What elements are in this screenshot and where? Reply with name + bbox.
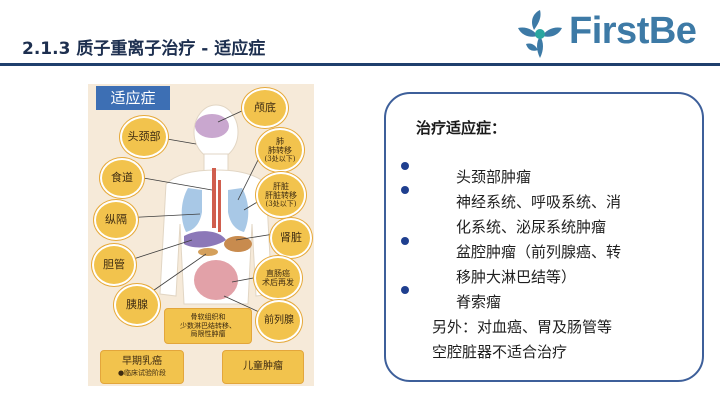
box-label: 骨软组织和 [190, 312, 226, 321]
bubble-label: 肝脏 [273, 181, 289, 191]
bubble-pancreas: 胰腺 [114, 284, 160, 326]
bubble-bile-duct: 胆管 [92, 244, 136, 286]
logo-text: FirstBe [569, 10, 697, 52]
logo-leaf-icon [518, 10, 562, 58]
bubble-label: 术后再发 [262, 278, 294, 287]
box-pediatric-tumors: 儿童肿瘤 [222, 350, 304, 384]
bubble-label: 食道 [111, 170, 133, 184]
page-title: 2.1.3 质子重离子治疗 - 适应症 [22, 39, 266, 59]
bubble-mediastinum: 纵隔 [94, 200, 138, 240]
bubble-label: 颅底 [254, 100, 276, 114]
box-bone-soft-tissue: 骨软组织和 少数淋巴结转移、 局限性肿瘤 [164, 308, 252, 344]
bubble-skull-base: 颅底 [242, 88, 288, 128]
bubble-rectal-recurrence: 直肠癌 术后再发 [254, 256, 302, 300]
card-line: 神经系统、呼吸系统、消 [456, 193, 622, 211]
bubble-label: 头颈部 [127, 129, 161, 143]
card-line: 盆腔肿瘤（前列腺癌、转 [456, 243, 622, 261]
bubble-note: (3处以下) [265, 200, 297, 209]
bubble-label: 胰腺 [126, 297, 148, 311]
card-line: 脊索瘤 [456, 293, 502, 311]
box-label: 局限性肿瘤 [190, 330, 226, 339]
bubble-label: 直肠癌 [266, 268, 290, 278]
bubble-label: 肺 [275, 136, 284, 146]
bubble-label: 肝脏转移 [265, 190, 297, 200]
box-label: 早期乳癌 [121, 356, 162, 368]
bullet-icon [401, 186, 409, 194]
box-note: ●临床试验阶段 [117, 368, 167, 377]
bubble-label: 胆管 [103, 257, 125, 271]
bullet-icon [401, 286, 409, 294]
human-body-illustration [121, 104, 275, 317]
bubble-head-neck: 头颈部 [120, 116, 168, 158]
card-title: 治疗适应症： [416, 119, 507, 137]
bubble-label: 前列腺 [264, 315, 294, 327]
card-line: 头颈部肿瘤 [456, 168, 532, 186]
card-line: 另外：对血癌、胃及肠管等 [432, 318, 613, 336]
bubble-kidney: 肾脏 [270, 218, 312, 258]
bullet-icon [401, 237, 409, 245]
bubble-liver-mets: 肝脏 肝脏转移 (3处以下) [256, 172, 306, 218]
box-early-breast-cancer: 早期乳癌 ●临床试验阶段 [100, 350, 184, 384]
bubble-note: (3处以下) [264, 155, 296, 164]
card-line: 移肿大淋巴结等） [456, 268, 577, 286]
bubble-label: 纵隔 [105, 212, 127, 226]
indications-card [384, 92, 704, 382]
firstbe-logo: FirstBe [512, 6, 717, 62]
bullet-icon [401, 162, 409, 170]
bubble-esophagus: 食道 [100, 158, 144, 198]
box-label: 儿童肿瘤 [243, 360, 283, 372]
card-line: 化系统、泌尿系统肿瘤 [456, 218, 607, 236]
bubble-label: 肾脏 [280, 230, 302, 244]
bubble-label: 肺转移 [267, 145, 292, 155]
box-label: 少数淋巴结转移、 [180, 321, 236, 330]
bubble-prostate: 前列腺 [256, 300, 302, 342]
bubble-lung-mets: 肺 肺转移 (3处以下) [256, 128, 304, 172]
header-divider [0, 63, 720, 66]
card-line: 空腔脏器不适合治疗 [432, 343, 568, 361]
diagram-tag-label: 适应症 [96, 86, 170, 110]
